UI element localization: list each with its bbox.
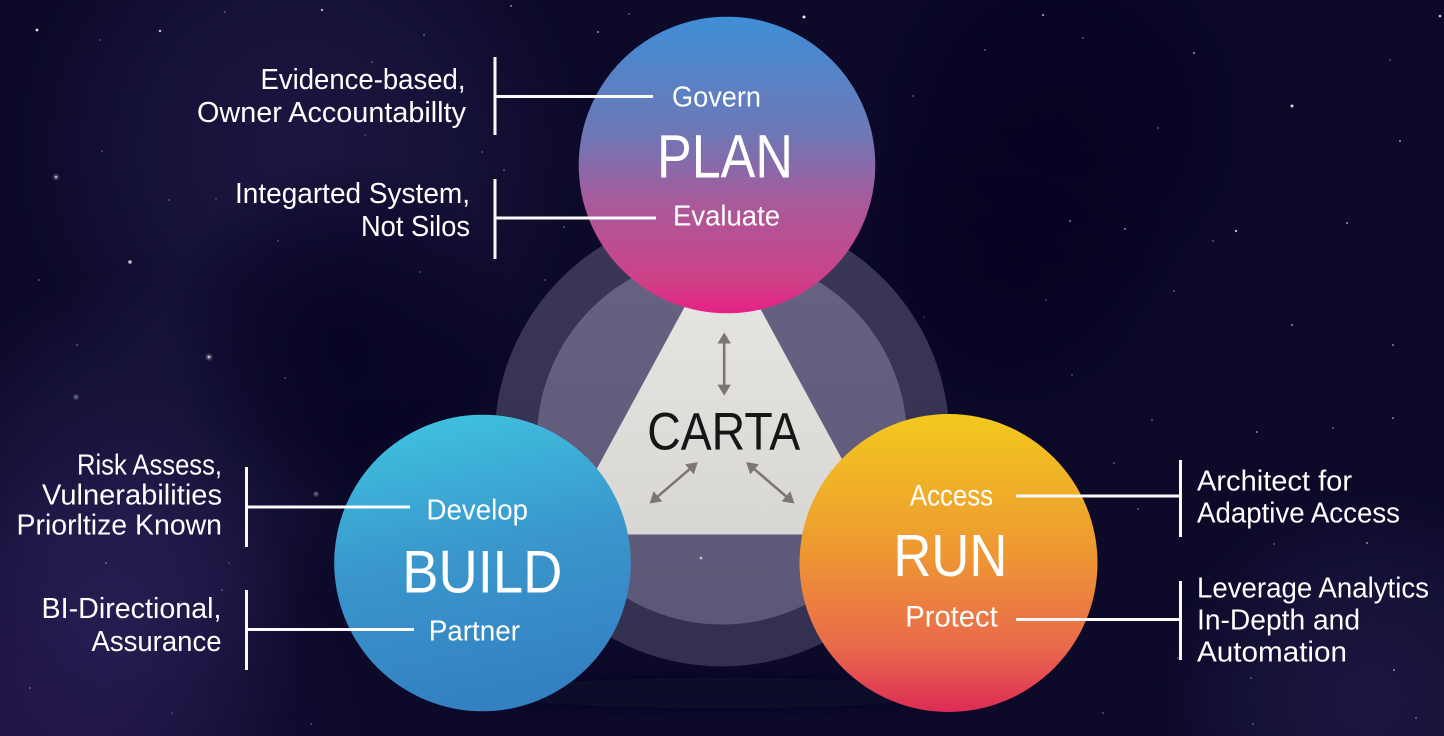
svg-text:BUILD: BUILD (402, 538, 562, 605)
svg-text:Owner Accountabillty: Owner Accountabillty (197, 97, 466, 129)
svg-text:Evaluate: Evaluate (673, 201, 780, 233)
svg-text:PLAN: PLAN (657, 123, 793, 191)
svg-text:RUN: RUN (893, 523, 1007, 589)
svg-text:In-Depth and: In-Depth and (1197, 605, 1360, 637)
svg-text:Govern: Govern (672, 82, 761, 114)
svg-text:Not Silos: Not Silos (361, 211, 470, 243)
svg-text:CARTA: CARTA (647, 403, 800, 462)
svg-text:Architect for: Architect for (1197, 466, 1352, 498)
svg-text:BI-Directional,: BI-Directional, (42, 593, 222, 625)
svg-text:Leverage Analytics: Leverage Analytics (1197, 573, 1429, 605)
svg-text:Develop: Develop (427, 495, 529, 527)
svg-text:Priorltize Known: Priorltize Known (17, 510, 223, 542)
svg-text:Adaptive Access: Adaptive Access (1197, 498, 1400, 530)
svg-text:Access: Access (910, 479, 993, 512)
svg-text:Vulnerabilities: Vulnerabilities (42, 480, 222, 512)
svg-text:Risk Assess,: Risk Assess, (77, 450, 222, 482)
svg-text:Protect: Protect (905, 601, 998, 634)
svg-text:Automation: Automation (1197, 637, 1347, 669)
svg-text:Partner: Partner (429, 616, 521, 648)
svg-text:Integarted System,: Integarted System, (235, 178, 470, 210)
svg-text:Assurance: Assurance (92, 626, 222, 658)
svg-text:Evidence-based,: Evidence-based, (261, 64, 466, 96)
